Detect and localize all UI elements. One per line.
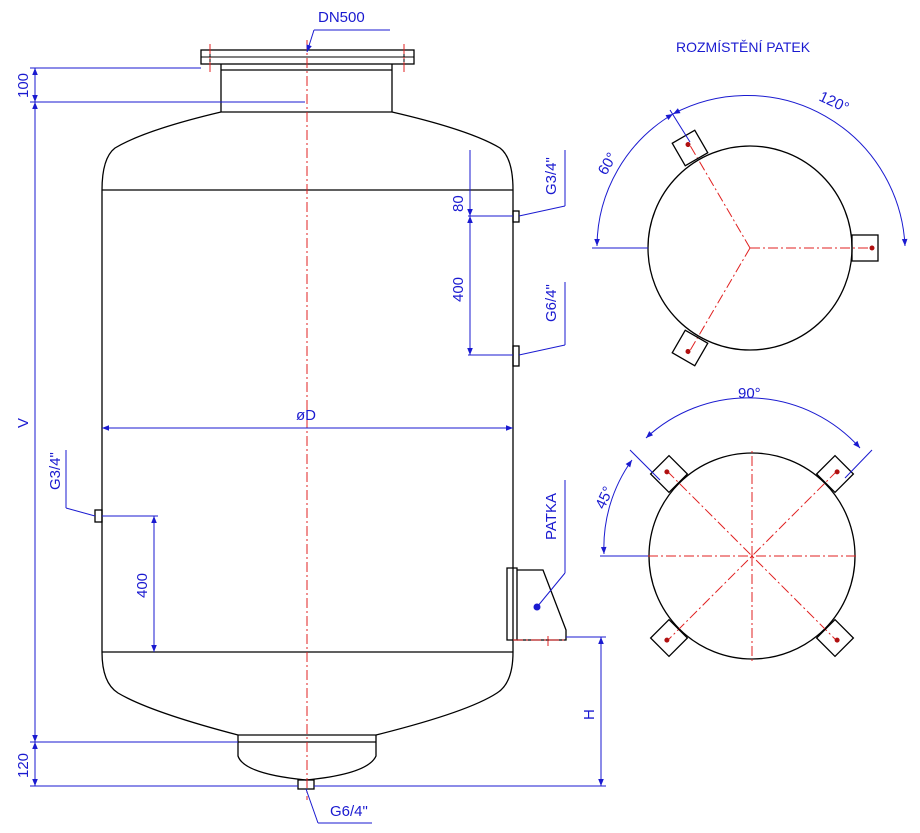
leg-4d [815, 618, 855, 658]
neck [220, 64, 393, 112]
port-spacing-right-label: 400 [450, 277, 467, 302]
three-leg-large-angle: 120° [816, 88, 851, 117]
port-offset-label: 80 [450, 195, 467, 212]
leg-label: PATKA [543, 493, 560, 540]
tank-dimensions: DN500 100 V 120 øD 80 400 G3/4" G6/4" [15, 9, 606, 824]
bottom-nozzle [297, 779, 315, 790]
top-head [101, 111, 514, 191]
nozzle-left [94, 509, 103, 523]
leg-bracket [506, 567, 567, 648]
leg-height-label: H [581, 709, 598, 720]
leg-3b [671, 129, 709, 167]
bottom-height-label: 120 [15, 753, 32, 778]
lower-right-port-label: G6/4" [543, 284, 560, 322]
diameter-label: øD [296, 407, 316, 424]
left-port-label: G3/4" [47, 452, 64, 490]
flange-height-label: 100 [15, 73, 32, 98]
leg-4b [815, 454, 855, 494]
nozzle-upper-right [512, 210, 520, 223]
four-leg-small-angle: 45° [592, 484, 617, 512]
four-leg-layout: 90° 45° [592, 385, 873, 662]
four-leg-large-angle: 90° [738, 385, 761, 402]
leg-4a [649, 454, 689, 494]
volume-label: V [15, 418, 32, 428]
port-spacing-left-label: 400 [134, 573, 151, 598]
three-leg-small-angle: 60° [595, 150, 621, 178]
bottom-port-label: G6/4" [330, 803, 368, 820]
nozzle-lower-right [512, 345, 520, 367]
tank-body [94, 40, 567, 800]
upper-port-label: G3/4" [543, 157, 560, 195]
leg-4c [649, 618, 689, 658]
dn-label: DN500 [318, 9, 365, 26]
three-leg-layout: 60° 120° [592, 88, 908, 367]
bottom-head [101, 651, 514, 736]
leg-layout-title: ROZMÍSTĚNÍ PATEK [676, 39, 811, 55]
leg-3c [671, 329, 709, 367]
